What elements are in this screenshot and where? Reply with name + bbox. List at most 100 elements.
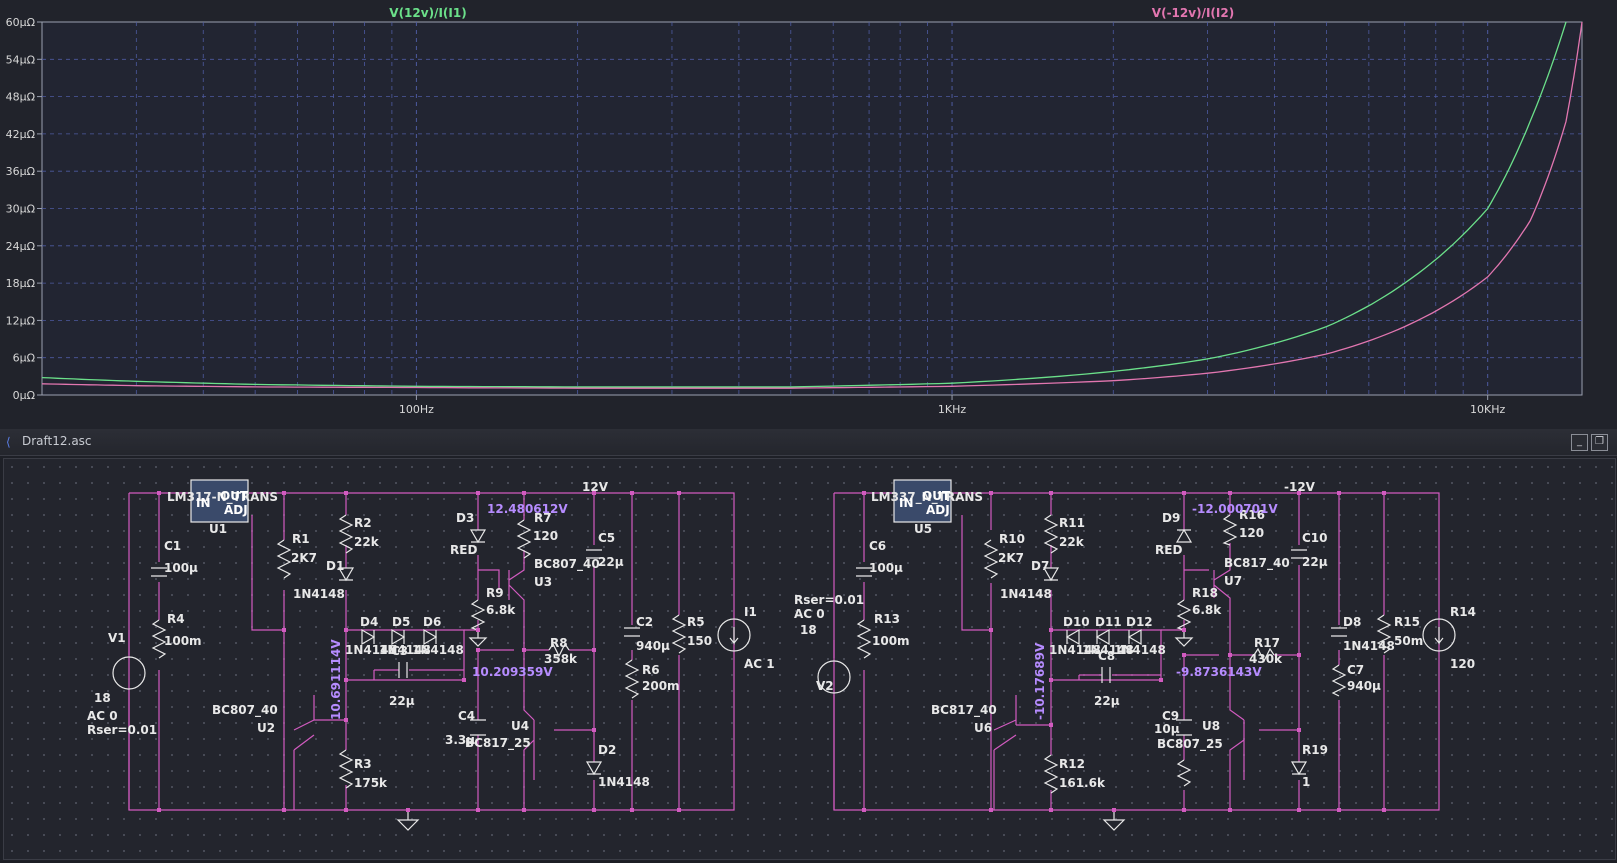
r11-resistor[interactable]	[1043, 514, 1059, 554]
trace-vneg12[interactable]	[41, 21, 1583, 389]
component-label: IN	[899, 496, 914, 510]
component-label: AC 0	[794, 607, 825, 621]
component-label: 358k	[544, 652, 578, 666]
d11-diode[interactable]	[1095, 628, 1110, 646]
y-tick-label: 18μΩ	[6, 277, 35, 290]
component-label: D6	[423, 615, 441, 629]
junction-dot	[677, 808, 681, 812]
component-label: BC817_25	[465, 736, 531, 751]
c8-capacitor[interactable]	[1101, 667, 1111, 683]
r4-resistor[interactable]	[151, 619, 167, 659]
component-label: C2	[636, 615, 653, 629]
r8-resistor[interactable]	[548, 642, 570, 658]
component-label: OUT	[220, 489, 249, 503]
impedance-chart[interactable]: 60μΩ54μΩ48μΩ42μΩ36μΩ30μΩ24μΩ18μΩ12μΩ6μΩ0…	[0, 0, 1617, 429]
u1-regulator-box[interactable]	[190, 479, 249, 523]
maximize-button[interactable]: ❐	[1591, 434, 1608, 451]
r15-resistor[interactable]	[1331, 664, 1347, 697]
component-label: R10	[999, 532, 1025, 546]
d5-diode[interactable]	[391, 628, 406, 646]
r9-resistor[interactable]	[470, 599, 486, 631]
c5-capacitor[interactable]	[586, 549, 602, 559]
r10-resistor[interactable]	[983, 539, 999, 579]
d3-led[interactable]	[469, 529, 487, 544]
node-voltage-label[interactable]: -12.000701V	[1192, 502, 1278, 516]
component-label: 1N4148	[293, 587, 345, 601]
trace-label-v12[interactable]: V(12v)/I(I1)	[389, 6, 466, 20]
d1-diode[interactable]	[337, 567, 355, 582]
d6-diode[interactable]	[423, 628, 438, 646]
junction-dot	[1049, 491, 1053, 495]
component-label: R4	[167, 612, 185, 626]
y-tick-label: 12μΩ	[6, 314, 35, 327]
component-label: U3	[534, 575, 552, 589]
r16-resistor[interactable]	[1222, 514, 1238, 546]
d12-diode[interactable]	[1127, 628, 1142, 646]
c7-capacitor[interactable]	[1331, 627, 1347, 637]
trace-v12[interactable]	[41, 21, 1567, 388]
node-voltage-label[interactable]: 10.209359V	[472, 665, 553, 679]
component-label: R8	[550, 636, 568, 650]
component-label: C5	[598, 531, 615, 545]
junction-dot	[592, 648, 596, 652]
c9-capacitor[interactable]	[1176, 719, 1192, 736]
r17-resistor[interactable]	[1253, 647, 1275, 663]
c2-capacitor[interactable]	[624, 627, 640, 637]
node-voltage-label[interactable]: -9.8736143V	[1176, 665, 1262, 679]
r5-resistor[interactable]	[671, 614, 687, 654]
junction-dot	[476, 491, 480, 495]
component-label: 161.6k	[1059, 776, 1106, 790]
d8-diode[interactable]	[1290, 761, 1308, 776]
r12-resistor[interactable]	[1043, 754, 1059, 794]
junction-dot	[1049, 723, 1053, 727]
d2-diode[interactable]	[585, 761, 603, 776]
component-label: D4	[360, 615, 378, 629]
c3-capacitor[interactable]	[398, 662, 408, 678]
c6-capacitor[interactable]	[856, 567, 872, 577]
r2-resistor[interactable]	[338, 514, 354, 554]
component-label: D1	[326, 559, 344, 573]
r13-resistor[interactable]	[856, 619, 872, 659]
component-label: BC807_40	[534, 557, 600, 572]
component-label: U5	[914, 522, 932, 536]
v2-voltage-source[interactable]	[817, 660, 851, 694]
schematic-file-icon: ⟨	[6, 435, 11, 449]
r18-resistor[interactable]	[1176, 599, 1192, 631]
component-label: 1N4148	[1114, 643, 1166, 657]
r3-resistor[interactable]	[338, 749, 354, 789]
junction-dot	[862, 808, 866, 812]
i2-current-source[interactable]	[1422, 618, 1456, 652]
u5-regulator-box[interactable]	[893, 479, 952, 523]
y-tick-label: 48μΩ	[6, 91, 35, 104]
r6-resistor[interactable]	[624, 659, 640, 699]
minimize-button[interactable]: _	[1571, 434, 1588, 451]
c1-capacitor[interactable]	[151, 567, 167, 577]
v1-voltage-source[interactable]	[112, 656, 146, 690]
component-label: 1N4148	[1343, 639, 1395, 653]
r7-resistor[interactable]	[516, 519, 532, 559]
junction-dot	[476, 648, 480, 652]
component-label: 2K7	[998, 551, 1024, 565]
trace-label-vneg12[interactable]: V(-12v)/I(I2)	[1152, 6, 1234, 20]
c10-capacitor[interactable]	[1291, 549, 1307, 559]
r19-resistor[interactable]	[1176, 759, 1192, 787]
schematic-titlebar[interactable]: ⟨ Draft12.asc _ ❐	[0, 429, 1617, 456]
i1-current-source[interactable]	[717, 618, 751, 652]
c4-capacitor[interactable]	[470, 719, 486, 736]
node-voltage-label[interactable]: 10.691114V	[329, 639, 343, 720]
node-voltage-label[interactable]: -10.17689V	[1033, 642, 1047, 720]
d7-diode[interactable]	[1042, 567, 1060, 582]
component-label: D12	[1126, 615, 1153, 629]
d9-led[interactable]	[1175, 528, 1193, 543]
junction-dot	[862, 491, 866, 495]
node-voltage-label[interactable]: 12.480612V	[487, 502, 568, 516]
d4-diode[interactable]	[361, 628, 376, 646]
d10-diode[interactable]	[1065, 628, 1080, 646]
schematic-drawing[interactable]: LM317-N_TRANSINOUTADJU1C1100μR4100mV118A…	[4, 19, 1615, 859]
r14-resistor[interactable]	[1376, 614, 1392, 654]
component-label: U6	[974, 721, 992, 735]
r1-resistor[interactable]	[276, 539, 292, 579]
